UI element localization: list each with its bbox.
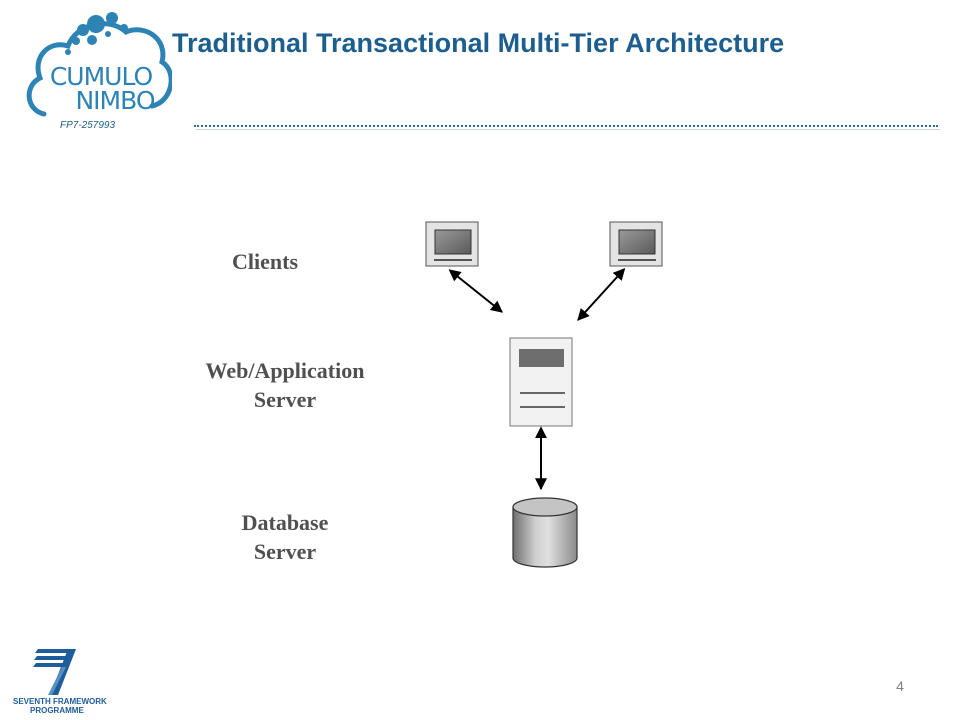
page-number: 4 <box>896 678 904 694</box>
client-computer-icon <box>609 221 663 267</box>
title-divider <box>194 125 938 127</box>
server-tower-icon <box>509 337 573 427</box>
fp7-logo-line1: SEVENTH FRAMEWORK <box>13 697 107 706</box>
tier-label-database-server: Database Server <box>210 508 360 566</box>
project-code: FP7-257993 <box>60 120 116 131</box>
logo-wordmark-line1: CUMULO <box>49 62 153 91</box>
tier-label-clients-line1: Clients <box>232 249 298 274</box>
tier-label-database-line2: Server <box>253 539 317 564</box>
client2-server-arrow <box>577 268 626 321</box>
logo-wordmark-line2: NIMBO <box>75 86 155 115</box>
fp7-logo: SEVENTH FRAMEWORK PROGRAMME <box>8 645 118 715</box>
title-divider-shadow <box>196 129 940 130</box>
slide-title: Traditional Transactional Multi-Tier Arc… <box>172 28 785 58</box>
seventh-framework-logo-icon: SEVENTH FRAMEWORK PROGRAMME <box>13 649 107 715</box>
fp7-logo-line2: PROGRAMME <box>30 706 84 715</box>
tier-label-database-line1: Database <box>241 510 329 535</box>
client1-server-arrow <box>448 269 503 313</box>
cumulonimbo-logo <box>22 6 174 136</box>
client-computer-icon <box>425 221 479 267</box>
tier-label-web-application-line2: Server <box>253 387 317 412</box>
tier-label-web-application-line1: Web/Application <box>205 358 365 383</box>
cloud-logo-icon <box>26 12 174 117</box>
tier-label-clients: Clients <box>190 247 340 276</box>
database-cylinder-icon <box>512 497 578 568</box>
tier-label-web-application-server: Web/Application Server <box>170 356 400 414</box>
